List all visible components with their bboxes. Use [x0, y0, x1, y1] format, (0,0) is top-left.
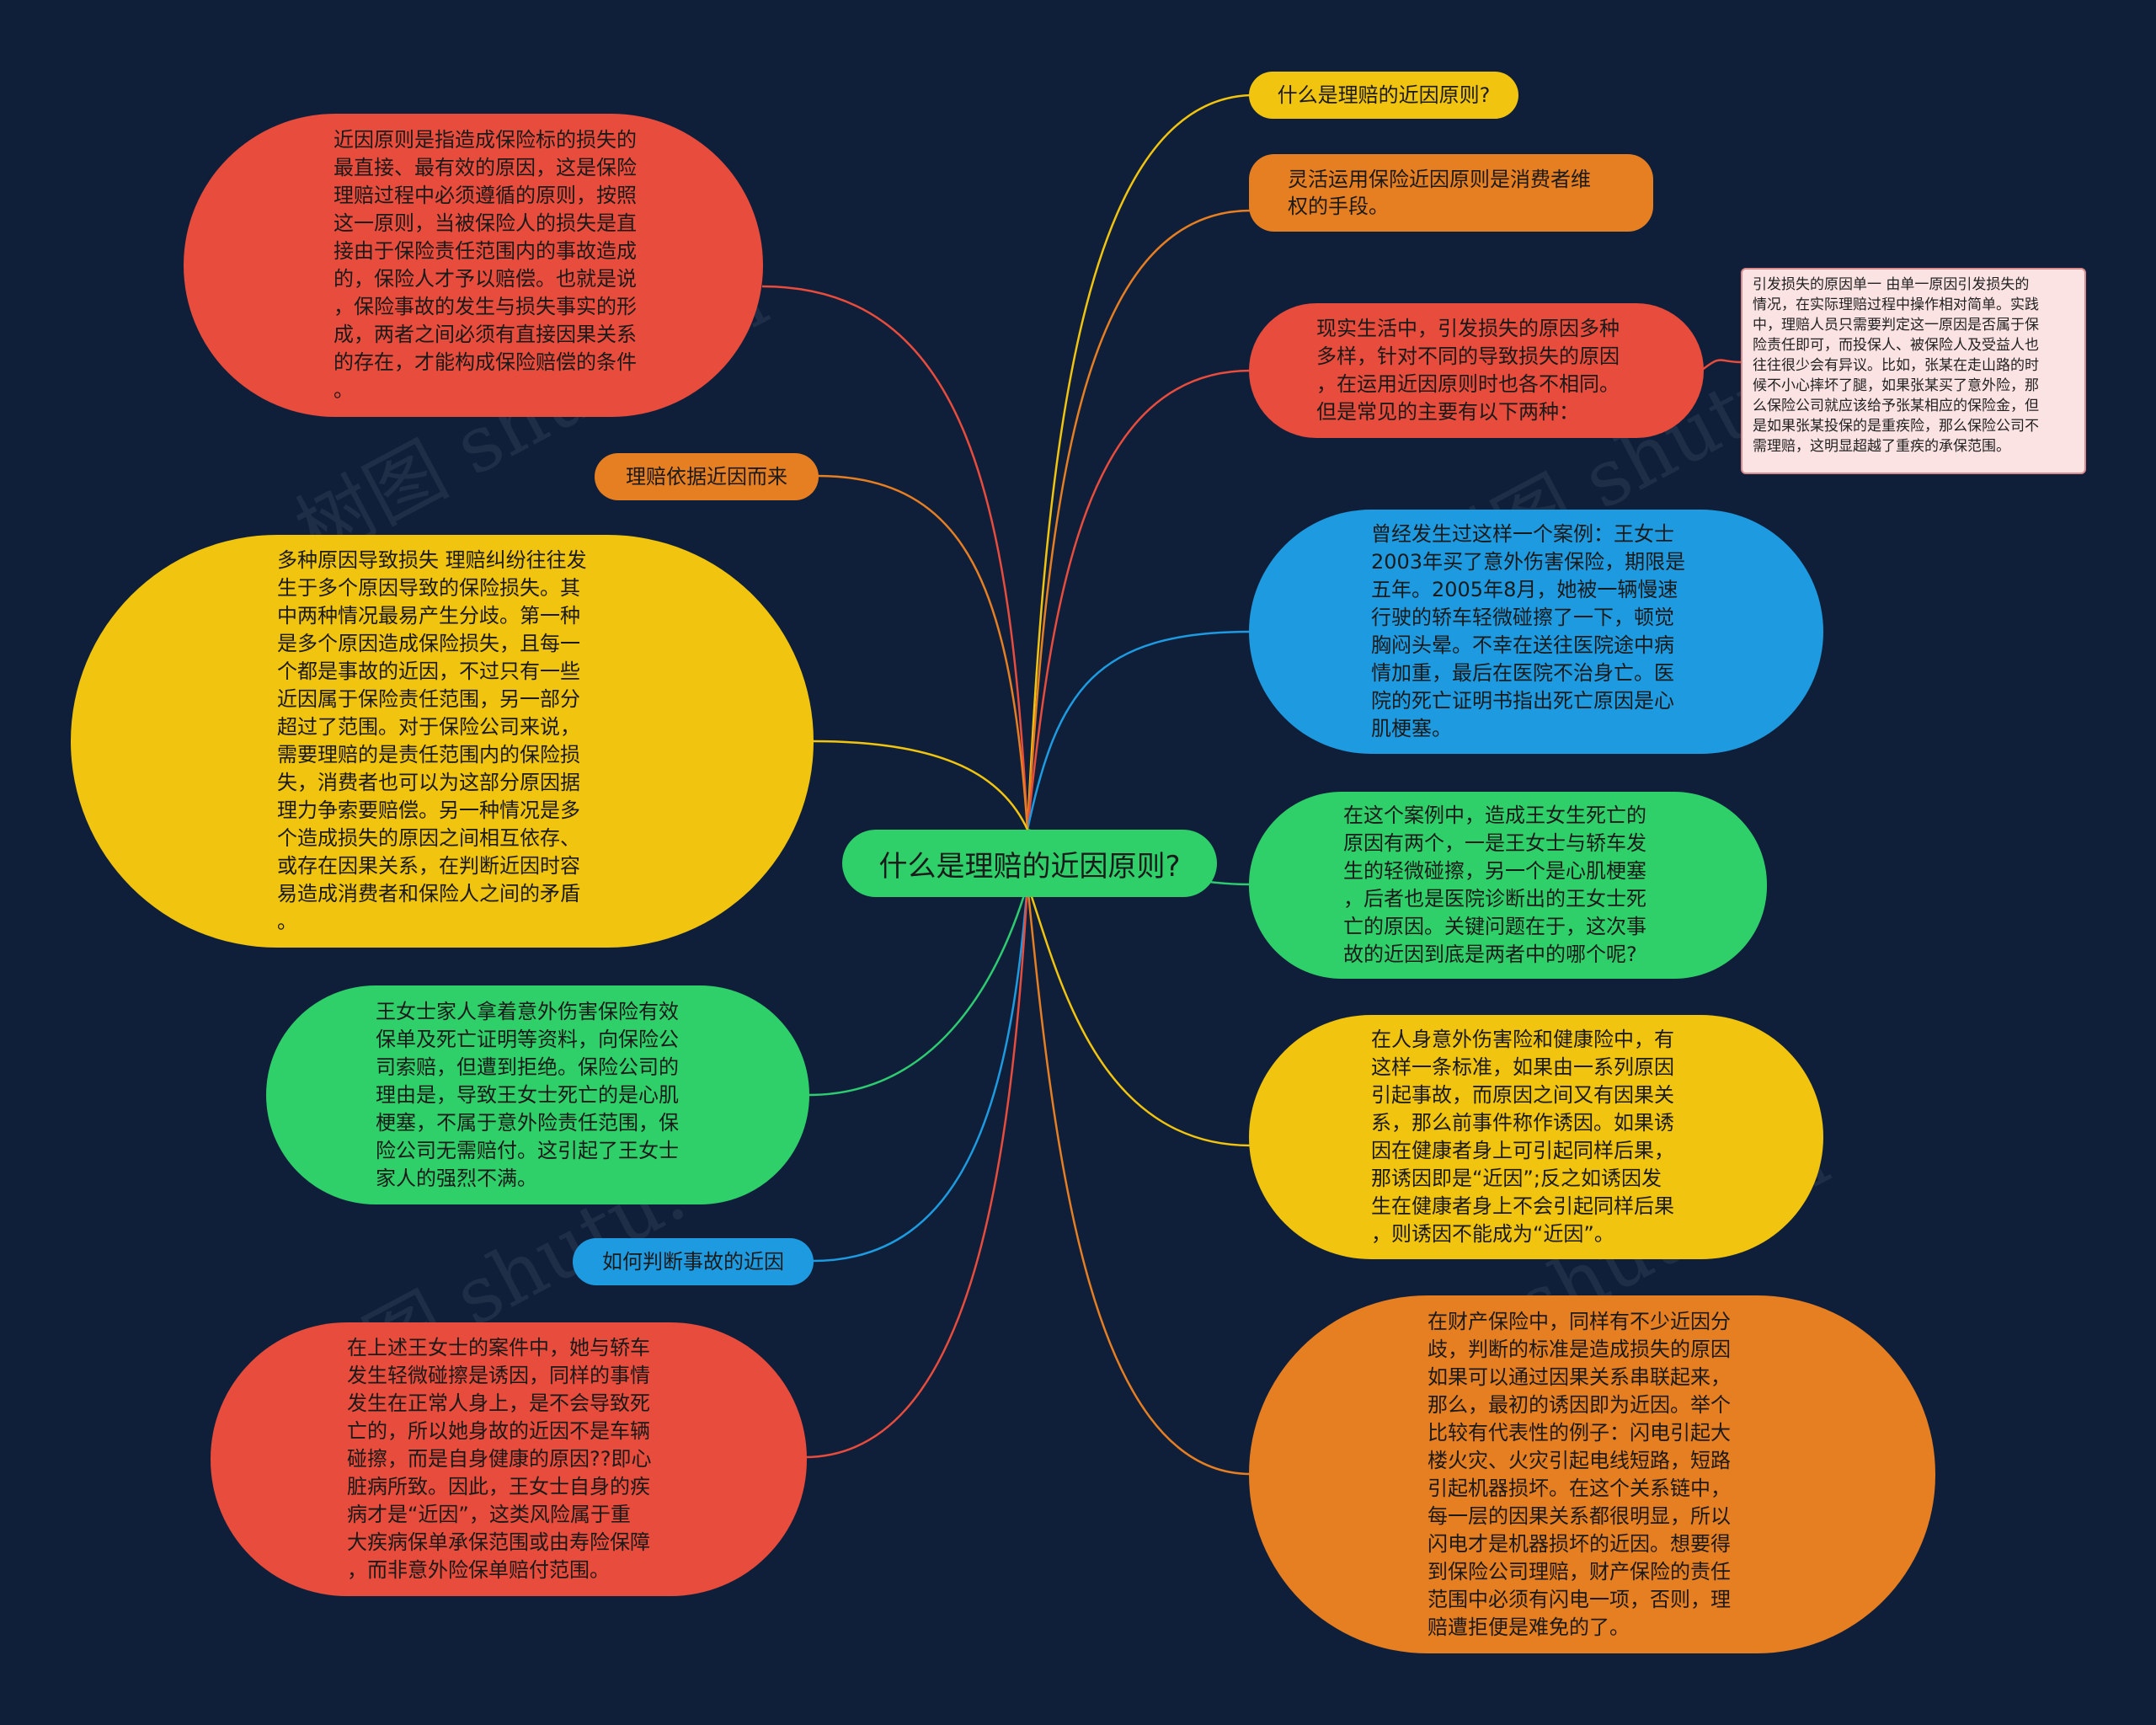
node-left-basis[interactable]: 理赔依据近因而来	[595, 453, 819, 500]
root-topic-label: 什么是理赔的近因原则?	[878, 849, 1181, 884]
node-label: 多种原因导致损失 理赔纠纷往往发 生于多个原因导致的保险损失。其 中两种情况最易…	[277, 548, 587, 933]
node-label: 现实生活中，引发损失的原因多种 多样，针对不同的导致损失的原因 ，在运用近因原则…	[1316, 317, 1620, 424]
node-right-reality[interactable]: 现实生活中，引发损失的原因多种 多样，针对不同的导致损失的原因 ，在运用近因原则…	[1249, 303, 1704, 438]
node-left-multi[interactable]: 多种原因导致损失 理赔纠纷往往发 生于多个原因导致的保险损失。其 中两种情况最易…	[71, 535, 814, 948]
node-left-judge[interactable]: 如何判断事故的近因	[573, 1238, 814, 1285]
edge-left-family	[808, 884, 1029, 1097]
node-right-property[interactable]: 在财产保险中，同样有不少近因分 歧，判断的标准是造成损失的原因 如果可以通过因果…	[1249, 1295, 1935, 1653]
node-right-two-causes[interactable]: 在这个案例中，造成王女生死亡的 原因有两个，一是王女士与轿车发 生的轻微碰擦，另…	[1249, 792, 1767, 979]
node-label: 在上述王女士的案件中，她与轿车 发生轻微碰擦是诱因，同样的事情 发生在正常人身上…	[347, 1336, 652, 1582]
node-label: 在这个案例中，造成王女生死亡的 原因有两个，一是王女士与轿车发 生的轻微碰擦，另…	[1343, 804, 1646, 966]
root-topic[interactable]: 什么是理赔的近因原则?	[842, 830, 1217, 897]
edge-left-multi	[812, 740, 1029, 830]
node-label: 近因原则是指造成保险标的损失的 最直接、最有效的原因，这是保险 理赔过程中必须遵…	[334, 128, 637, 402]
node-label: 曾经发生过这样一个案例：王女士 2003年买了意外伤害保险，期限是 五年。200…	[1371, 522, 1686, 740]
edge-right-case	[1026, 630, 1251, 830]
edge-right-standard	[1026, 884, 1251, 1147]
edge-left-basis	[816, 474, 1029, 830]
node-label: 如何判断事故的近因	[602, 1250, 784, 1274]
node-right-case[interactable]: 曾经发生过这样一个案例：王女士 2003年买了意外伤害保险，期限是 五年。200…	[1249, 510, 1823, 754]
edge-right-property	[1026, 884, 1251, 1476]
node-label: 灵活运用保险近因原则是消费者维 权的手段。	[1288, 168, 1591, 218]
note-single-cause[interactable]: 引发损失的原因单一 由单一原因引发损失的 情况，在实际理赔过程中操作相对简单。实…	[1741, 268, 2086, 474]
edge-left-judge	[812, 884, 1029, 1263]
edge-right-title	[1026, 93, 1251, 830]
node-right-standard[interactable]: 在人身意外伤害险和健康险中，有 这样一条标准，如果由一系列原因 引起事故，而原因…	[1249, 1015, 1823, 1259]
node-label: 在人身意外伤害险和健康险中，有 这样一条标准，如果由一系列原因 引起事故，而原因…	[1371, 1028, 1674, 1246]
node-left-family[interactable]: 王女士家人拿着意外伤害保险有效 保单及死亡证明等资料，向保险公 司索赔，但遭到拒…	[266, 985, 809, 1204]
edge-right-rights	[1026, 209, 1251, 830]
node-left-definition[interactable]: 近因原则是指造成保险标的损失的 最直接、最有效的原因，这是保险 理赔过程中必须遵…	[184, 114, 763, 417]
edge-left-definition	[761, 285, 1029, 830]
node-right-rights[interactable]: 灵活运用保险近因原则是消费者维 权的手段。	[1249, 154, 1653, 232]
node-label: 王女士家人拿着意外伤害保险有效 保单及死亡证明等资料，向保险公 司索赔，但遭到拒…	[376, 999, 679, 1190]
node-right-title[interactable]: 什么是理赔的近因原则?	[1249, 72, 1518, 119]
note-label: 引发损失的原因单一 由单一原因引发损失的 情况，在实际理赔过程中操作相对简单。实…	[1753, 276, 2039, 455]
node-label: 在财产保险中，同样有不少近因分 歧，判断的标准是造成损失的原因 如果可以通过因果…	[1428, 1309, 1731, 1639]
edge-right-note	[1700, 359, 1742, 371]
edge-left-conclusion	[803, 884, 1029, 1459]
node-label: 理赔依据近因而来	[626, 465, 787, 489]
edge-right-reality	[1026, 369, 1251, 830]
node-left-conclusion[interactable]: 在上述王女士的案件中，她与轿车 发生轻微碰擦是诱因，同样的事情 发生在正常人身上…	[211, 1322, 807, 1596]
node-label: 什么是理赔的近因原则?	[1277, 83, 1491, 107]
